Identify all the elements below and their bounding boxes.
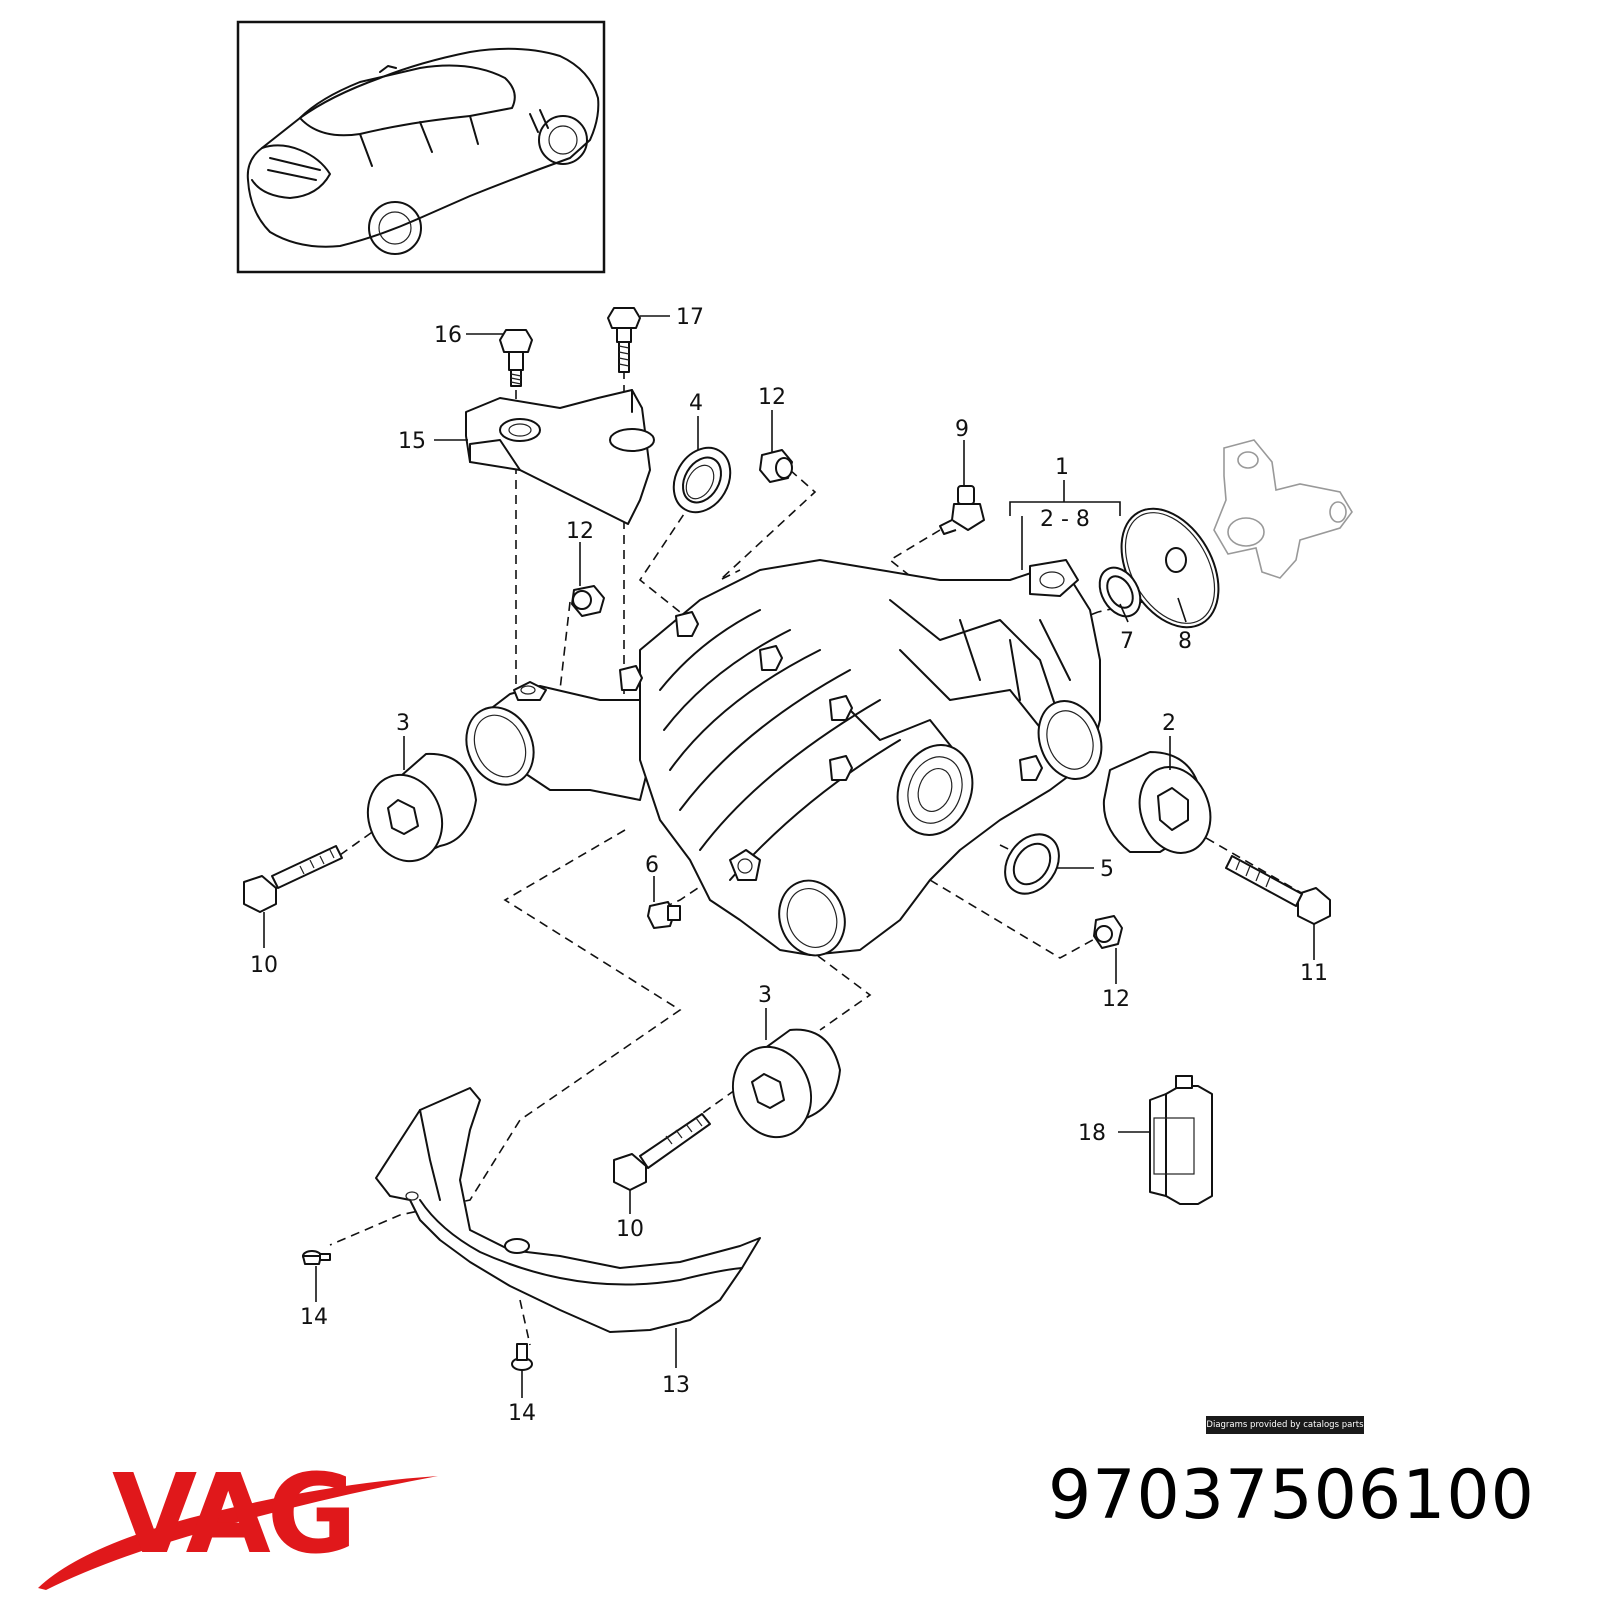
- sensor-9: [939, 485, 985, 535]
- bolt-11-right: [1225, 855, 1331, 925]
- underbody-cover-13: [375, 1087, 761, 1333]
- seal-4: [672, 446, 732, 514]
- callout-18: 18: [1078, 1121, 1106, 1146]
- callout-12-right: 12: [1102, 987, 1130, 1012]
- callout-3-lower: 3: [758, 983, 772, 1008]
- callout-11: 11: [1300, 961, 1328, 986]
- seal-7: [1098, 566, 1142, 618]
- nut-12-left: [571, 585, 605, 617]
- callout-12-top: 12: [758, 385, 786, 410]
- leader-lines: [263, 315, 1315, 1398]
- callout-7: 7: [1120, 629, 1134, 654]
- screw-14-bottom: [511, 1343, 533, 1371]
- callout-16: 16: [434, 323, 462, 348]
- part-number: 97037506100: [1048, 1456, 1535, 1535]
- plug-6: [647, 901, 681, 929]
- diagram-credit-label: Diagrams provided by catalogs parts: [1206, 1416, 1364, 1434]
- callout-10-lower: 10: [616, 1217, 644, 1242]
- callout-6: 6: [645, 853, 659, 878]
- callout-8: 8: [1178, 629, 1192, 654]
- callout-2: 2: [1162, 711, 1176, 736]
- car-overview-icon: [246, 47, 600, 255]
- bushing-3-lower: [731, 1028, 841, 1139]
- bushing-3-left: [366, 752, 477, 863]
- vag-logo: VAG: [38, 1450, 438, 1590]
- callout-17: 17: [676, 305, 704, 330]
- callout-10-left: 10: [250, 953, 278, 978]
- bolt-16: [499, 329, 533, 387]
- callout-1: 1: [1055, 455, 1069, 480]
- seal-5: [1004, 833, 1060, 895]
- callout-15: 15: [398, 429, 426, 454]
- brand-wordmark: VAG: [112, 1450, 353, 1578]
- drive-flange-ghost: [1213, 439, 1353, 579]
- nut-12-right: [1093, 915, 1123, 949]
- callout-labels: 16 17 15 4 12 12 9 1 2 - 8 7 8 3 2 6 5 1…: [250, 305, 1328, 1426]
- bolt-10-lower: [613, 1113, 711, 1191]
- callout-2-8: 2 - 8: [1040, 507, 1090, 532]
- bushing-2-right: [1102, 751, 1212, 854]
- bolt-10-left: [243, 845, 343, 913]
- callout-14-left: 14: [300, 1305, 328, 1330]
- callout-4: 4: [689, 391, 703, 416]
- screw-14-left: [302, 1250, 331, 1265]
- oil-bottle-icon: [1149, 1075, 1213, 1205]
- callout-13: 13: [662, 1373, 690, 1398]
- nut-12-top: [759, 449, 793, 483]
- callout-14-bottom: 14: [508, 1401, 536, 1426]
- washer-8: [1120, 507, 1220, 629]
- rear-differential-housing: [465, 559, 1103, 957]
- callout-3-left: 3: [396, 711, 410, 736]
- callout-5: 5: [1100, 857, 1114, 882]
- car-overview-inset: [236, 20, 606, 274]
- mount-bracket-15: [465, 389, 655, 525]
- callout-12-left: 12: [566, 519, 594, 544]
- callout-9: 9: [955, 417, 969, 442]
- bolt-17: [607, 307, 641, 373]
